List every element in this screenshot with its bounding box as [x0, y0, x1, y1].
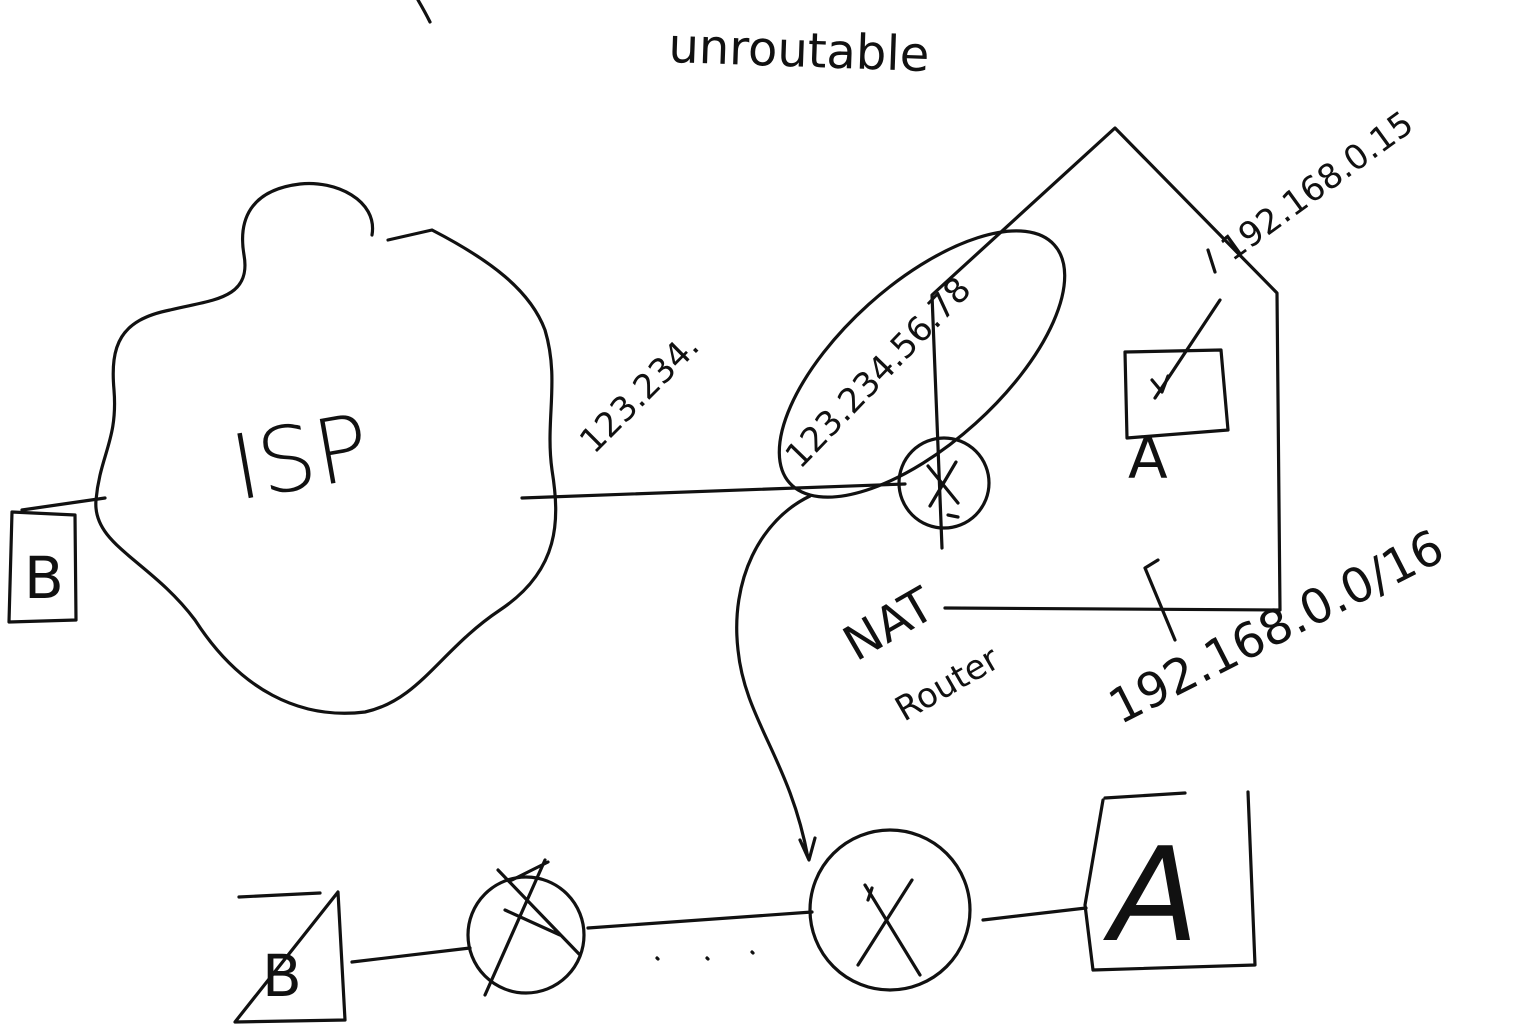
bottom-b-letter: B — [262, 942, 302, 1010]
crossed-router-strokes — [483, 858, 582, 997]
small-b-box — [7, 510, 78, 624]
nat-router-icon — [897, 436, 991, 530]
isp-cloud — [94, 181, 558, 715]
crossed-router-icon — [466, 875, 586, 995]
host-ip-label: 192.168.0.15 — [1214, 103, 1421, 269]
subnet-label: 192.168.0.0/16 — [1100, 519, 1453, 736]
dotted-dots — [655, 950, 755, 961]
isp-link-ip-label: 123.234. — [572, 326, 707, 461]
private-network-house — [930, 126, 1282, 612]
small-b-link — [20, 496, 107, 512]
top-left-stroke — [416, 0, 432, 24]
host-a-arrow — [1150, 298, 1222, 400]
redirect-arrow — [735, 494, 817, 862]
public-ip-ellipse — [777, 229, 1067, 499]
small-b-letter: B — [24, 544, 64, 612]
internal-host-letter: A — [1128, 424, 1168, 492]
destination-router-x — [856, 878, 922, 977]
isp-router-link — [520, 482, 907, 500]
dotted-link — [586, 910, 814, 930]
bottom-b-box — [233, 890, 347, 1024]
b-to-router-link — [350, 946, 472, 964]
host-a-box — [1123, 348, 1230, 440]
destination-router-icon — [808, 828, 972, 992]
router-label: Router — [889, 639, 1007, 730]
unroutable-label: unroutable — [668, 18, 931, 83]
nat-router-x — [926, 460, 960, 519]
bottom-a-letter: A — [1103, 819, 1199, 971]
bottom-a-box — [1083, 790, 1257, 972]
host-ip-stroke — [1206, 248, 1217, 274]
router-to-a-link — [981, 906, 1088, 922]
nat-label: NAT — [834, 576, 944, 672]
subnet-arrow — [1143, 558, 1177, 642]
isp-label: ISP — [224, 394, 378, 521]
